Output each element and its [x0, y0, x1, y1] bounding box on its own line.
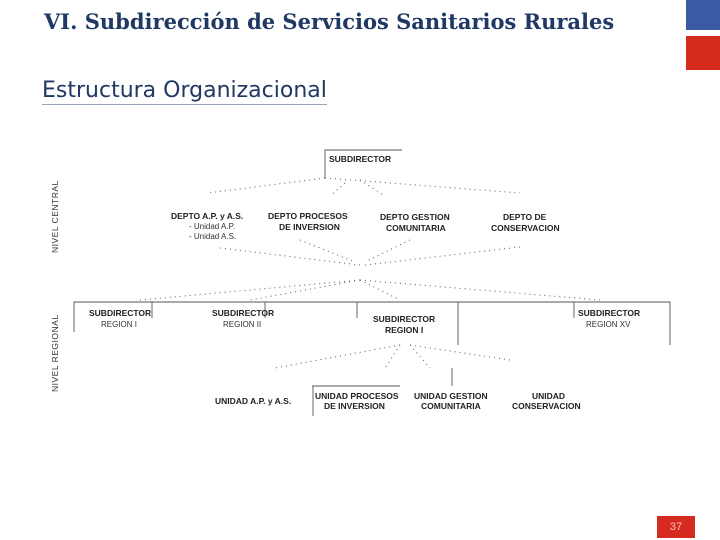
regional-unit-line2: CONSERVACION: [512, 401, 581, 411]
regional-director-line2: REGION XV: [586, 320, 631, 329]
regional-director-1: SUBDIRECTOR REGION I: [89, 308, 151, 329]
page-number: 37: [669, 521, 683, 533]
regional-unit-gestion: UNIDAD GESTION COMUNITARIA: [414, 391, 488, 411]
regional-unit-line2: DE INVERSION: [324, 401, 385, 411]
nivel-central-label: NIVEL CENTRAL: [50, 180, 60, 253]
central-dept-line1: DEPTO DE: [503, 212, 547, 222]
regional-director-4: SUBDIRECTOR REGION XV: [578, 308, 640, 329]
central-dept-conservacion: DEPTO DE CONSERVACION: [491, 212, 560, 233]
regional-unit-line1: UNIDAD GESTION: [414, 391, 488, 401]
regional-unit-line1: UNIDAD PROCESOS: [315, 391, 399, 401]
page-subtitle: Estructura Organizacional: [42, 78, 327, 105]
central-dept-gestion: DEPTO GESTION COMUNITARIA: [380, 212, 450, 233]
regional-director-line2: REGION I: [385, 325, 423, 335]
regional-unit-line1: UNIDAD: [532, 391, 565, 401]
regional-director-line1: SUBDIRECTOR: [89, 308, 151, 318]
page-number-badge: 37: [657, 516, 695, 538]
regional-director-line1: SUBDIRECTOR: [212, 308, 274, 318]
flag-red-band: [686, 36, 720, 70]
nivel-regional-label: NIVEL REGIONAL: [50, 314, 60, 392]
central-dept-procesos: DEPTO PROCESOS DE INVERSION: [268, 211, 348, 232]
regional-unit-procesos: UNIDAD PROCESOS DE INVERSION: [315, 391, 399, 411]
regional-director-line1: SUBDIRECTOR: [373, 314, 435, 324]
central-dept-line1: DEPTO PROCESOS: [268, 211, 348, 221]
chile-flag-stripe: [686, 0, 720, 70]
regional-director-2: SUBDIRECTOR REGION II: [212, 308, 274, 329]
central-unit-as: - Unidad A.S.: [189, 232, 236, 241]
subdirector-label: SUBDIRECTOR: [329, 154, 391, 164]
flag-blue-band: [686, 0, 720, 30]
regional-director-line2: REGION I: [101, 320, 137, 329]
regional-unit-ap-as: UNIDAD A.P. y A.S.: [215, 396, 291, 406]
central-dept-line2: COMUNITARIA: [386, 223, 446, 233]
regional-director-line1: SUBDIRECTOR: [578, 308, 640, 318]
regional-unit-line1: UNIDAD A.P. y A.S.: [215, 396, 291, 406]
regional-unit-line2: COMUNITARIA: [421, 401, 481, 411]
page-title: VI. Subdirección de Servicios Sanitarios…: [44, 9, 615, 34]
central-dept-ap-as: DEPTO A.P. y A.S. - Unidad A.P. - Unidad…: [171, 211, 243, 241]
regional-unit-conservacion: UNIDAD CONSERVACION: [512, 391, 581, 411]
regional-director-line2: REGION II: [223, 320, 261, 329]
central-dept-line1: DEPTO GESTION: [380, 212, 450, 222]
flag-white-band: [686, 30, 720, 36]
regional-director-3: SUBDIRECTOR REGION I: [373, 314, 435, 335]
central-unit-ap: - Unidad A.P.: [189, 222, 235, 231]
subdirector-box: SUBDIRECTOR: [324, 149, 402, 178]
central-dept-line2: CONSERVACION: [491, 223, 560, 233]
central-dept-line2: DE INVERSION: [279, 222, 340, 232]
central-dept-line1: DEPTO A.P. y A.S.: [171, 211, 243, 221]
